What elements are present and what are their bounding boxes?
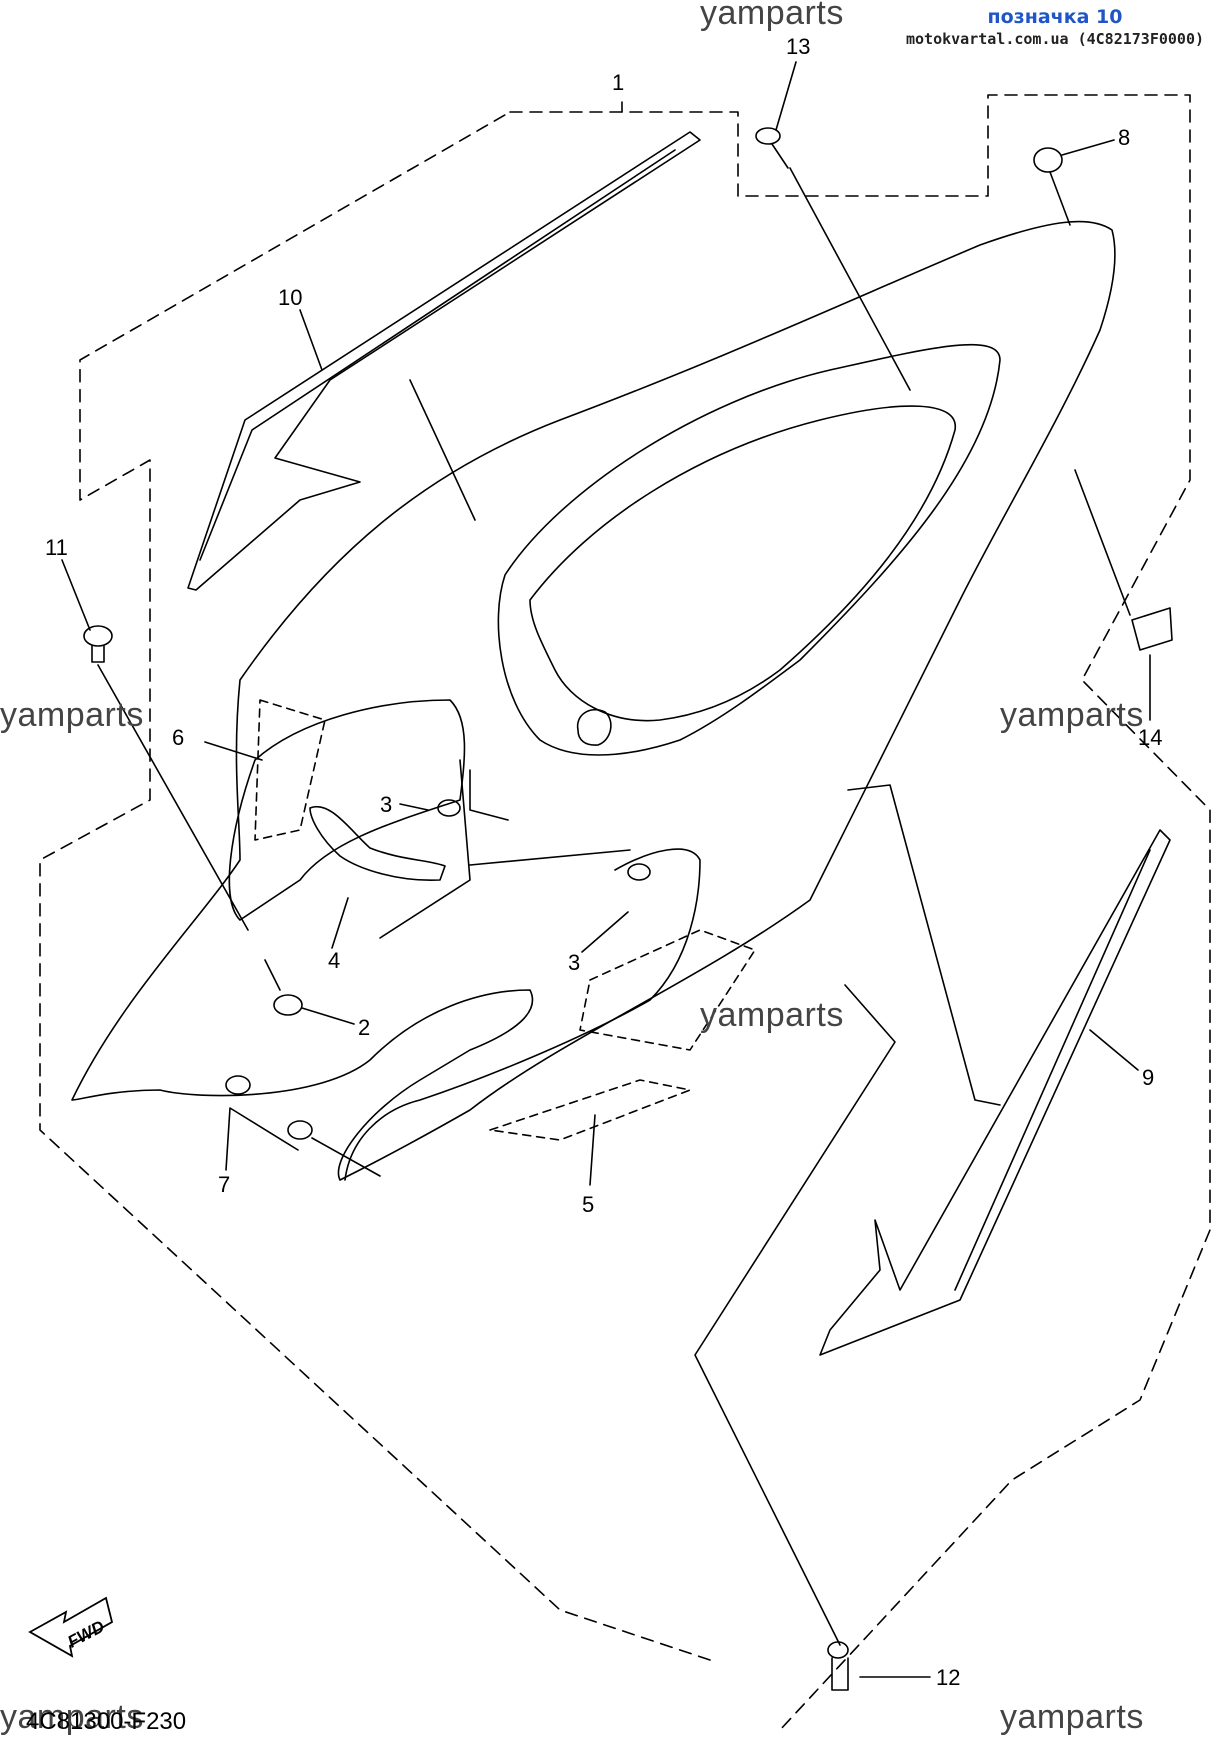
leader-7 bbox=[225, 1107, 381, 1177]
leader-5 bbox=[589, 1114, 596, 1186]
fwd-arrow-icon: FWD bbox=[28, 1596, 114, 1658]
leader-13 bbox=[775, 61, 911, 391]
watermark-left: yamparts bbox=[0, 696, 144, 734]
left-decal-inner bbox=[199, 149, 676, 561]
callout-8: 8 bbox=[1118, 125, 1130, 150]
rivet-7a bbox=[225, 1075, 251, 1095]
nut-3a bbox=[437, 799, 461, 817]
panel-dashed-2 bbox=[579, 929, 756, 1051]
rivet-11 bbox=[83, 625, 113, 663]
callout-9: 9 bbox=[1142, 1065, 1154, 1090]
callout-10: 10 bbox=[278, 285, 302, 310]
seat-opening-inner bbox=[529, 405, 956, 722]
diagram-code: 4C81300-F230 bbox=[26, 1708, 187, 1735]
seat-opening bbox=[497, 344, 1001, 756]
callout-5: 5 bbox=[582, 1192, 594, 1217]
watermark-top: yamparts bbox=[700, 0, 844, 32]
reference-label: позначка 10 bbox=[987, 6, 1123, 28]
clip-14 bbox=[1131, 607, 1173, 651]
assembly-boundary bbox=[39, 94, 1211, 1731]
left-inner-panel bbox=[228, 699, 466, 921]
watermark-center: yamparts bbox=[700, 996, 844, 1034]
watermark-right: yamparts bbox=[1000, 696, 1144, 734]
left-decal bbox=[187, 131, 701, 591]
leader-2 bbox=[264, 959, 355, 1025]
rubber-strip bbox=[309, 805, 446, 882]
washer-2 bbox=[273, 994, 303, 1016]
grommet-8 bbox=[1033, 147, 1063, 173]
leader-9 bbox=[1089, 1029, 1139, 1071]
leader-6 bbox=[204, 741, 263, 761]
callout-14: 14 bbox=[1138, 725, 1162, 750]
right-inner-panel bbox=[344, 848, 701, 1181]
watermark-bottom-right: yamparts bbox=[1000, 1698, 1144, 1736]
callout-12: 12 bbox=[936, 1665, 960, 1690]
tail-light-hole bbox=[576, 708, 612, 746]
screw-13 bbox=[755, 127, 789, 169]
callout-7: 7 bbox=[218, 1172, 230, 1197]
panel-dashed-3 bbox=[489, 1079, 691, 1141]
watermark-bottom-left: yamparts bbox=[0, 1698, 144, 1736]
leader-4 bbox=[331, 759, 471, 949]
source-label: motokvartal.com.ua (4C82173F0000) bbox=[905, 30, 1204, 48]
panel-dashed-1 bbox=[254, 699, 326, 841]
right-decal-inner bbox=[954, 849, 1151, 1291]
callout-3b: 3 bbox=[568, 950, 580, 975]
callout-2: 2 bbox=[358, 1015, 370, 1040]
nut-3b bbox=[627, 863, 651, 881]
leader-3b bbox=[469, 849, 631, 953]
leader-12 bbox=[694, 984, 931, 1678]
leader-8 bbox=[1049, 139, 1115, 226]
callout-6: 6 bbox=[172, 725, 184, 750]
rivet-12 bbox=[827, 1641, 849, 1691]
right-decal bbox=[819, 829, 1171, 1356]
rivet-7b bbox=[287, 1120, 313, 1140]
leader-seat bbox=[847, 784, 1001, 1106]
reference-header: позначка 10 motokvartal.com.ua (4C82173F… bbox=[906, 6, 1204, 48]
leader-10 bbox=[299, 309, 476, 521]
callout-4: 4 bbox=[328, 948, 340, 973]
leader-14 bbox=[1074, 469, 1151, 721]
callout-1: 1 bbox=[612, 70, 624, 95]
leader-11 bbox=[61, 559, 249, 931]
callout-13: 13 bbox=[786, 34, 810, 59]
leader-3a bbox=[399, 769, 509, 821]
callout-11: 11 bbox=[45, 535, 68, 560]
tail-cowl-body bbox=[71, 220, 1116, 1181]
callout-3a: 3 bbox=[380, 792, 392, 817]
